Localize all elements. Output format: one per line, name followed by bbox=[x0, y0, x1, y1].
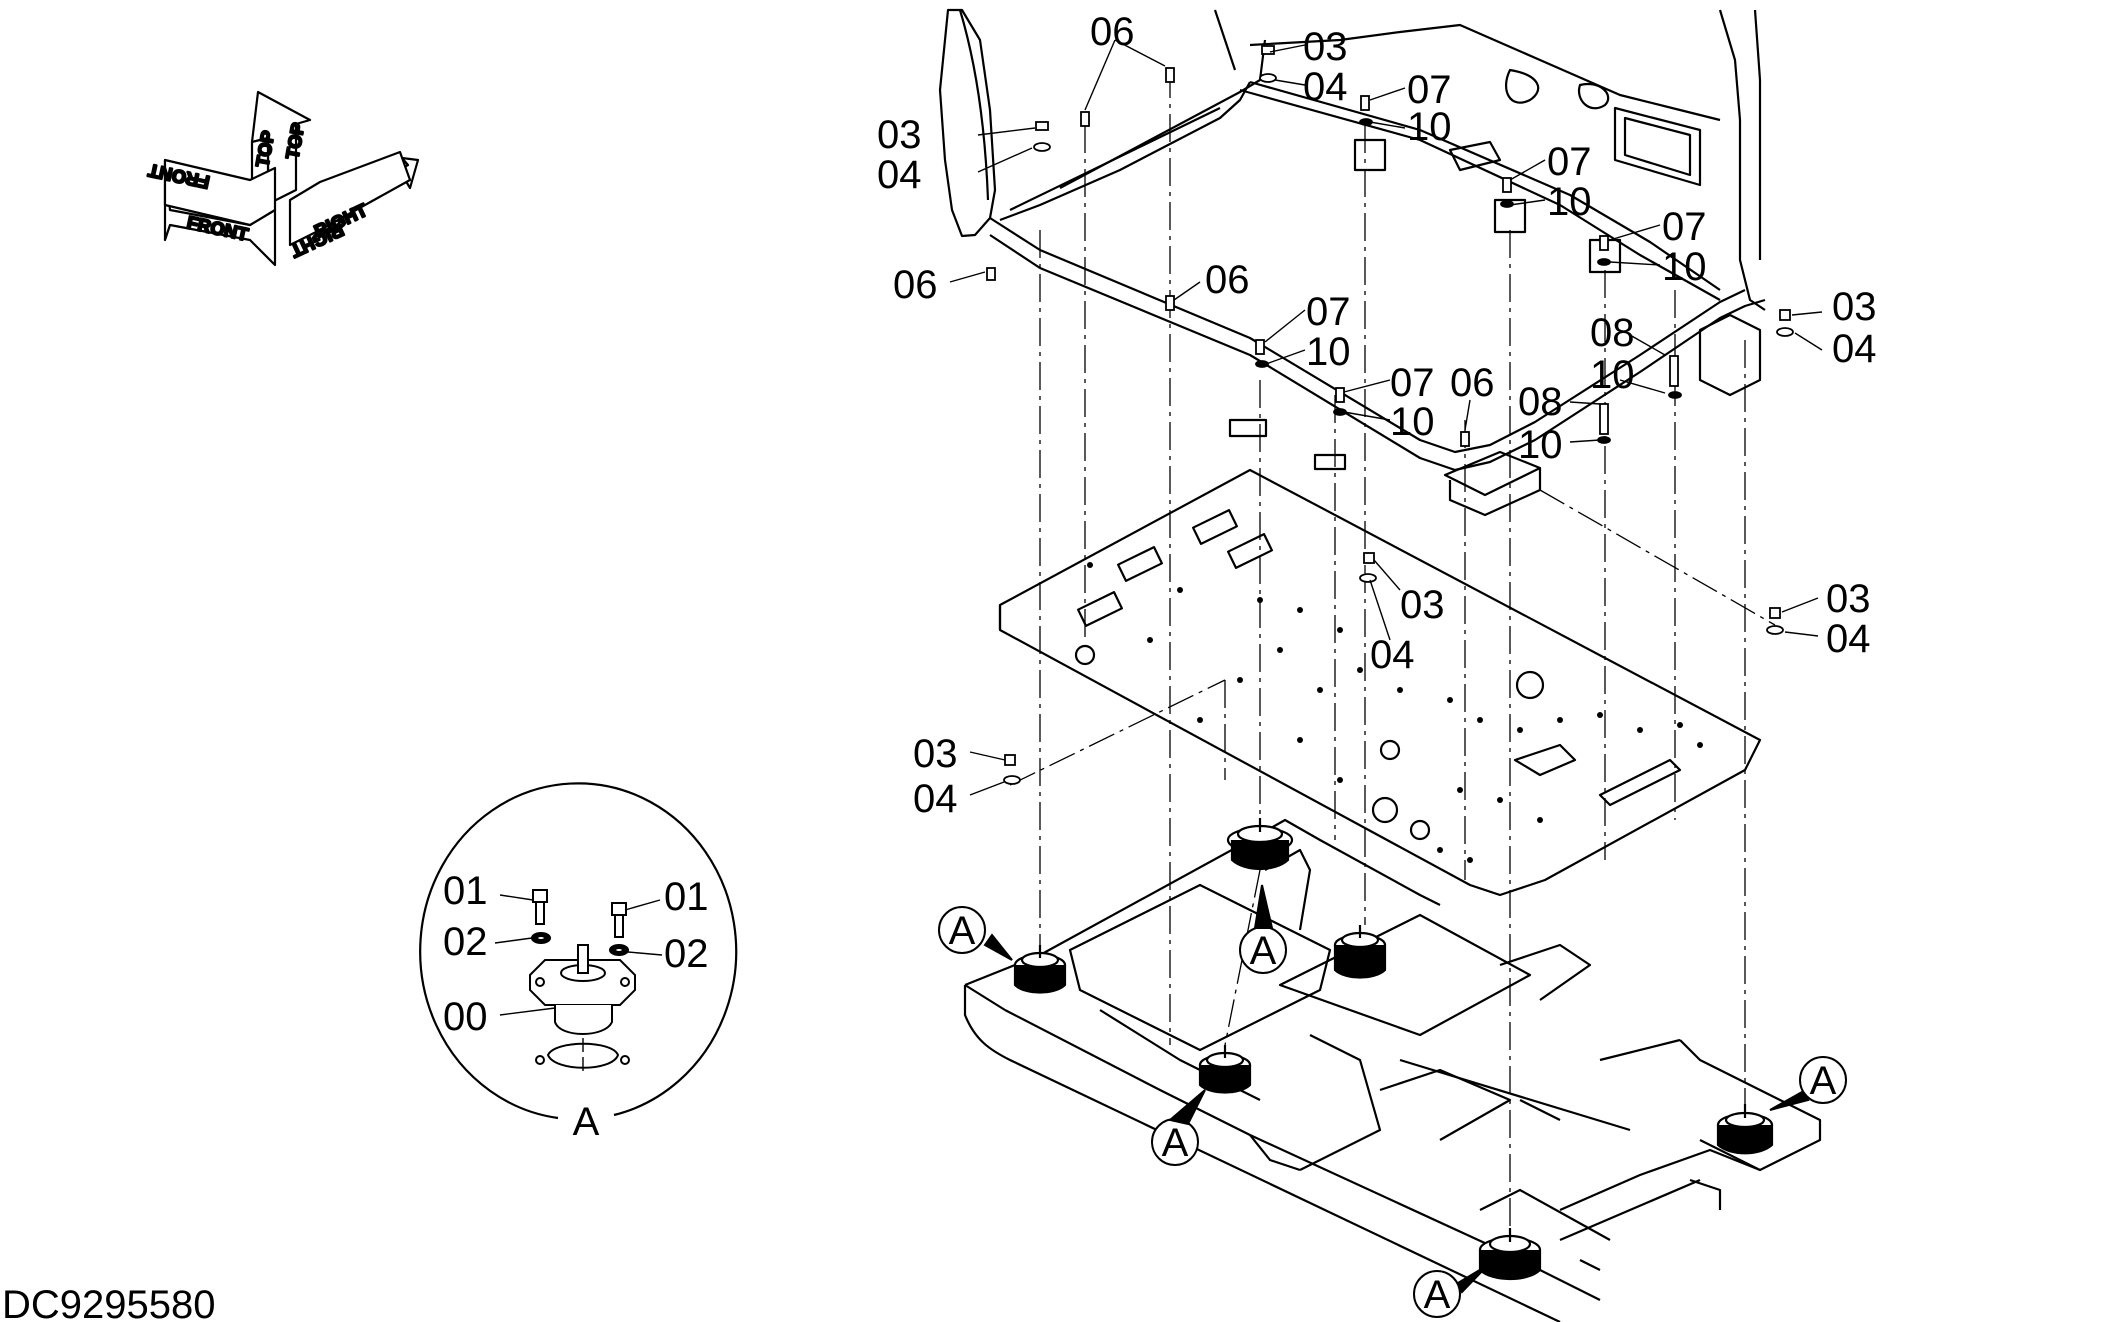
callout-label: 04 bbox=[1303, 65, 1348, 109]
callout-label: 04 bbox=[913, 777, 958, 821]
callout-label: 04 bbox=[877, 153, 922, 197]
callout-label: 10 bbox=[1518, 423, 1563, 467]
mount-marker-text: A bbox=[1424, 1273, 1451, 1317]
detail-label: 02 bbox=[664, 932, 709, 976]
cab-frame bbox=[938, 8, 1766, 517]
callout-label: 06 bbox=[1090, 10, 1135, 54]
floor-plate-holes bbox=[1087, 562, 1703, 863]
callout-label: 10 bbox=[1306, 330, 1351, 374]
orientation-top-label: TOP bbox=[252, 129, 278, 169]
callout-label: 04 bbox=[1832, 327, 1877, 371]
mounts bbox=[1013, 818, 1774, 1280]
callout-label: 10 bbox=[1662, 245, 1707, 289]
callout-label: 06 bbox=[1450, 361, 1495, 405]
callout-label: 03 bbox=[877, 113, 922, 157]
mount-4 bbox=[1198, 1045, 1252, 1094]
callout-label: 07 bbox=[1306, 290, 1351, 334]
detail-view-title: A bbox=[573, 1100, 600, 1144]
assembly-lines bbox=[1009, 70, 1776, 1228]
mount-marker-a-1: A bbox=[938, 906, 1013, 961]
mount-marker-text: A bbox=[1810, 1059, 1837, 1103]
leader-lines bbox=[949, 39, 1823, 796]
callout-label: 10 bbox=[1390, 400, 1435, 444]
mount-marker-a-5: A bbox=[1413, 1264, 1489, 1318]
callout-label: 03 bbox=[1826, 577, 1871, 621]
detail-label: 00 bbox=[443, 995, 488, 1039]
callout-label: 06 bbox=[893, 263, 938, 307]
detail-label: 02 bbox=[443, 920, 488, 964]
mount-marker-a-2: A bbox=[1239, 884, 1287, 974]
mount-marker-text: A bbox=[1250, 929, 1277, 973]
callout-label: 10 bbox=[1590, 353, 1635, 397]
callout-label: 04 bbox=[1370, 633, 1415, 677]
callout-label: 04 bbox=[1826, 617, 1871, 661]
callout-label: 07 bbox=[1662, 205, 1707, 249]
callout-label: 06 bbox=[1205, 258, 1250, 302]
callout-label: 08 bbox=[1590, 311, 1635, 355]
upper-frame-base bbox=[963, 818, 1822, 1322]
detail-label: 01 bbox=[443, 869, 488, 913]
document-id: DC9295580 bbox=[2, 1283, 216, 1322]
detail-label: 01 bbox=[664, 875, 709, 919]
mount-1 bbox=[1013, 945, 1067, 994]
mount-2 bbox=[1226, 818, 1294, 870]
callout-label: 07 bbox=[1407, 68, 1452, 112]
callout-label: 10 bbox=[1407, 105, 1452, 149]
mount-5 bbox=[1716, 1104, 1774, 1155]
callout-label: 08 bbox=[1518, 380, 1563, 424]
detail-view-a: A bbox=[419, 782, 738, 1144]
callout-label: 03 bbox=[1832, 285, 1877, 329]
callout-label: 07 bbox=[1390, 361, 1435, 405]
callout-label: 10 bbox=[1547, 180, 1592, 224]
mount-marker-a-3: A bbox=[1151, 1089, 1206, 1166]
mount-6 bbox=[1478, 1228, 1542, 1280]
mount-marker-text: A bbox=[949, 909, 976, 953]
mount-marker-a-4: A bbox=[1769, 1056, 1847, 1111]
callout-label: 07 bbox=[1547, 140, 1592, 184]
mount-markers: A A A A A bbox=[938, 884, 1847, 1318]
orientation-top-label-2: TOP bbox=[282, 121, 308, 161]
callout-label: 03 bbox=[1400, 583, 1445, 627]
floor-plate bbox=[998, 468, 1762, 897]
mount-3 bbox=[1333, 925, 1387, 979]
callout-label: 03 bbox=[913, 732, 958, 776]
callout-label: 03 bbox=[1303, 25, 1348, 69]
mount-marker-text: A bbox=[1162, 1121, 1189, 1165]
orientation-indicator: FRONT FRONT TOP TOP RIGHT RIGHT bbox=[145, 90, 420, 267]
callout-labels: 06 03 04 07 10 03 04 07 10 07 10 03 04 0… bbox=[877, 10, 1877, 821]
